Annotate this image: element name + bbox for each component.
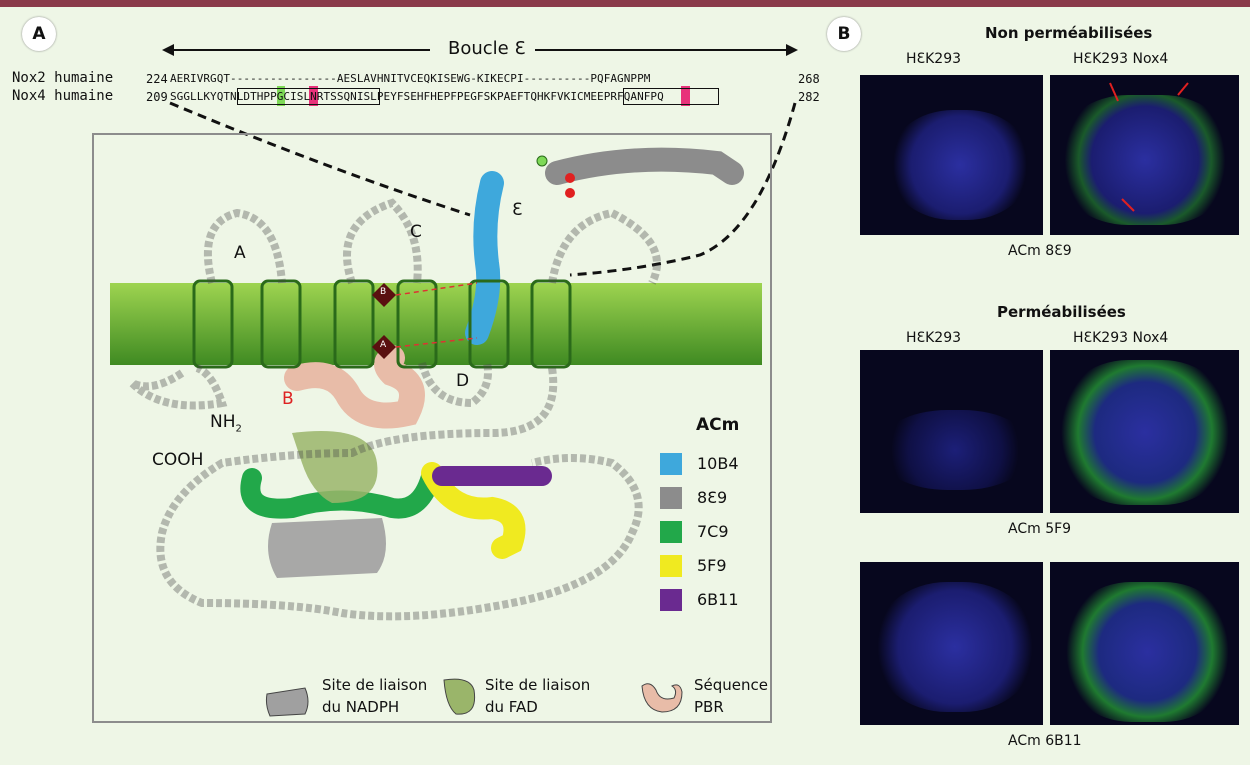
legend-label-5f9: 5F9 — [697, 556, 727, 575]
col-label-hek293-nox4-1: HƐK293 Nox4 — [1073, 51, 1169, 67]
loop-arrow — [162, 44, 798, 56]
label-heme-a: A — [380, 340, 387, 350]
label-loop-a: A — [234, 243, 246, 263]
col-label-hek293-2: HƐK293 — [906, 330, 962, 346]
nadph-legend-line1: Site de liaison — [322, 676, 428, 694]
panel-b-label: B — [827, 17, 861, 51]
caption-8e9: ACm 8Ɛ9 — [1008, 243, 1072, 259]
epitope-box-2 — [623, 88, 719, 105]
seq-end-nox4: 282 — [798, 90, 820, 104]
glyco-highlight-1 — [277, 86, 285, 106]
fad-legend-line1: Site de liaison — [485, 676, 591, 694]
epitope-8e9 — [545, 147, 744, 185]
pbr-legend-line1: Séquence — [694, 676, 768, 694]
nadph-site — [268, 518, 386, 578]
residue-chain — [129, 198, 661, 621]
seq-start-nox2: 224 — [146, 72, 168, 86]
topology-diagram — [110, 147, 762, 621]
seq-name-nox2: Nox2 humaine — [12, 70, 114, 86]
col-label-hek293-nox4-2: HƐK293 Nox4 — [1073, 330, 1169, 346]
nadph-legend-shape — [265, 687, 309, 717]
top-accent-bar — [0, 0, 1250, 7]
caption-5f9: ACm 5F9 — [1008, 521, 1072, 537]
label-nh2: NH2 — [210, 412, 242, 435]
seq-nox2: AERIVRGQT----------------AESLAVHNITVCEQK… — [170, 72, 651, 85]
micrograph-perm-5f9-hek293 — [860, 350, 1043, 513]
legend-label-10b4: 10B4 — [697, 454, 739, 473]
legend-swatch-6b11 — [660, 589, 682, 611]
label-loop-d: D — [456, 371, 470, 391]
seq-nox4: SGGLLKYQTNLDTHPPGCISLNRTSSQNISLPEYFSEHFH… — [170, 90, 664, 103]
epitope-5f9 — [421, 462, 526, 559]
seq-name-nox4: Nox4 humaine — [12, 88, 114, 104]
panel-a-label: A — [22, 17, 56, 51]
heme-b — [372, 283, 396, 307]
heme-a — [372, 335, 396, 359]
fad-legend-shape — [443, 678, 476, 715]
cys-residue-1 — [565, 173, 575, 183]
pbr-site — [284, 345, 425, 429]
legend-label-8e9: 8Ɛ9 — [697, 488, 728, 507]
fad-legend-line2: du FAD — [485, 698, 538, 716]
seq-end-nox2: 268 — [798, 72, 820, 86]
helices — [192, 279, 572, 369]
loop-title: Boucle Ɛ — [448, 38, 526, 59]
micrograph-perm-6b11-nox4 — [1050, 562, 1239, 725]
legend-swatch-8e9 — [660, 487, 682, 509]
col-label-hek293-1: HƐK293 — [906, 51, 962, 67]
epitope-box-1 — [237, 88, 380, 105]
cys-highlight-1 — [309, 86, 318, 106]
legend-swatch-7c9 — [660, 521, 682, 543]
legend-label-6b11: 6B11 — [697, 590, 739, 609]
epitope-10b4 — [465, 171, 504, 345]
micrograph-nonperm-hek293 — [860, 75, 1043, 235]
label-heme-b: B — [380, 287, 387, 297]
cys-highlight-2 — [681, 86, 690, 106]
legend-label-7c9: 7C9 — [697, 522, 729, 541]
label-loop-c: C — [410, 222, 422, 242]
fad-site — [292, 431, 378, 503]
micrograph-perm-5f9-nox4 — [1050, 350, 1239, 513]
seq-start-nox4: 209 — [146, 90, 168, 104]
caption-6b11: ACm 6B11 — [1008, 733, 1082, 749]
legend-swatch-5f9 — [660, 555, 682, 577]
micrograph-perm-6b11-hek293 — [860, 562, 1043, 725]
legend-title: ACm — [696, 415, 740, 435]
label-cooh: COOH — [152, 450, 204, 470]
glyco-residue — [536, 155, 548, 167]
label-loop-b: B — [282, 389, 294, 409]
legend-swatch-10b4 — [660, 453, 682, 475]
micrograph-nonperm-nox4 — [1050, 75, 1239, 235]
perm-title: Perméabilisées — [997, 303, 1126, 321]
pbr-legend-shape — [641, 683, 683, 713]
cys-residue-2 — [565, 188, 575, 198]
pbr-legend-line2: PBR — [694, 698, 724, 716]
label-loop-e: Ɛ — [512, 200, 523, 220]
nonperm-title: Non perméabilisées — [985, 24, 1153, 42]
nadph-legend-line2: du NADPH — [322, 698, 400, 716]
topology-panel — [92, 133, 772, 723]
